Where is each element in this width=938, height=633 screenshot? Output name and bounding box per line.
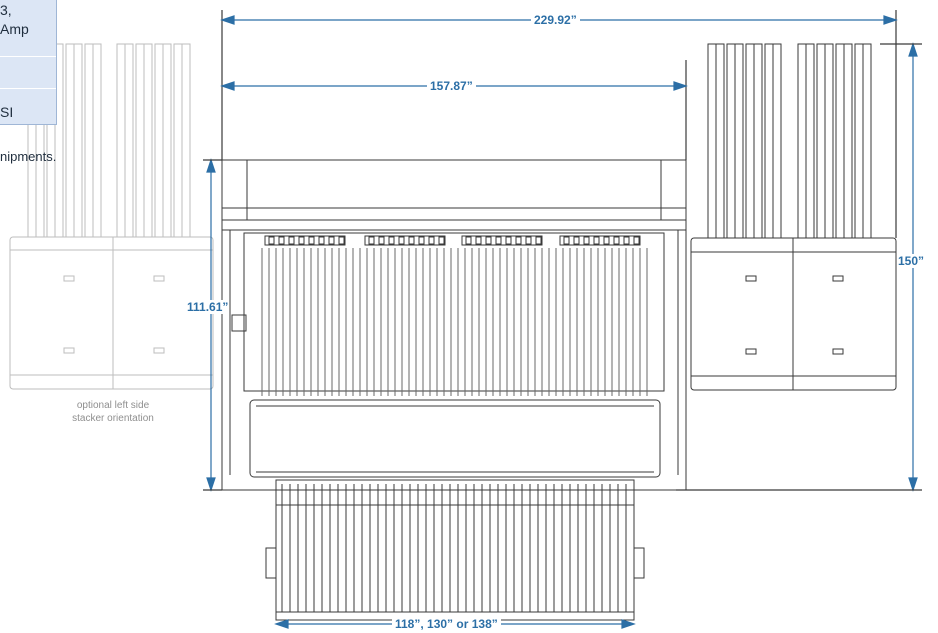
print-head xyxy=(623,236,630,245)
spec-separator xyxy=(0,88,56,89)
print-bars xyxy=(264,235,641,246)
spec-line: 3, xyxy=(0,2,12,18)
left-stacker-caption: optional left side stacker orientation xyxy=(38,399,188,425)
print-head xyxy=(328,236,335,245)
control-box xyxy=(231,314,247,332)
print-head xyxy=(593,236,600,245)
print-head xyxy=(438,236,445,245)
transport-deck xyxy=(249,399,661,478)
print-head xyxy=(465,236,472,245)
print-head xyxy=(428,236,435,245)
stacker-handle xyxy=(745,275,757,282)
ghost-handle xyxy=(63,275,75,282)
print-head xyxy=(388,236,395,245)
print-head xyxy=(573,236,580,245)
print-head xyxy=(278,236,285,245)
arrow-head xyxy=(673,81,688,91)
spec-box: 3, Amp SI xyxy=(0,0,57,125)
ghost-handle xyxy=(153,347,165,354)
print-head xyxy=(288,236,295,245)
conveyor xyxy=(265,479,645,621)
main-machine xyxy=(221,159,687,491)
print-head-bar xyxy=(364,235,446,246)
print-head xyxy=(308,236,315,245)
conveyor-side-bracket xyxy=(265,547,277,579)
ink-tubes xyxy=(261,248,648,396)
dim-label-machine-height: 111.61” xyxy=(186,300,230,314)
machine-frame xyxy=(221,159,687,491)
arrow-head xyxy=(908,42,918,57)
print-head xyxy=(338,236,345,245)
print-head-bar xyxy=(264,235,346,246)
dim-label-overall-height: 150” xyxy=(897,254,926,268)
dim-label-overall-width: 229.92” xyxy=(531,13,580,27)
print-head xyxy=(515,236,522,245)
stacker-handle xyxy=(832,348,844,355)
print-head xyxy=(408,236,415,245)
arrow-head xyxy=(206,158,216,173)
print-head xyxy=(583,236,590,245)
conveyor-slats xyxy=(281,484,627,612)
print-head xyxy=(298,236,305,245)
caption-line: stacker orientation xyxy=(72,413,154,424)
overflow-note: nipments. xyxy=(0,149,57,164)
right-stacker xyxy=(690,43,897,391)
dim-label-machine-width: 157.87” xyxy=(427,79,476,93)
spec-line: Amp xyxy=(0,21,29,37)
spec-line: SI xyxy=(0,104,14,120)
conveyor-side-bracket xyxy=(633,547,645,579)
print-head xyxy=(378,236,385,245)
print-head-bar xyxy=(559,235,641,246)
arrow-head xyxy=(908,477,918,492)
ghost-handle xyxy=(153,275,165,282)
print-head xyxy=(603,236,610,245)
stacker-handle xyxy=(745,348,757,355)
print-head xyxy=(613,236,620,245)
spec-separator xyxy=(0,56,56,57)
ink-station-area xyxy=(243,232,665,392)
dimension-lines xyxy=(203,10,922,629)
stacker-handle xyxy=(832,275,844,282)
print-head xyxy=(368,236,375,245)
arrow-head xyxy=(883,15,898,25)
print-head-bar xyxy=(461,235,543,246)
print-head xyxy=(563,236,570,245)
ghost-handle xyxy=(63,347,75,354)
print-head xyxy=(418,236,425,245)
right-stacker-columns xyxy=(707,43,872,239)
print-head xyxy=(535,236,542,245)
print-head xyxy=(525,236,532,245)
print-head xyxy=(495,236,502,245)
arrow-head xyxy=(220,81,235,91)
print-head xyxy=(485,236,492,245)
caption-line: optional left side xyxy=(76,400,150,411)
print-head xyxy=(633,236,640,245)
print-head xyxy=(268,236,275,245)
arrow-head xyxy=(621,619,636,629)
print-head xyxy=(318,236,325,245)
arrow-head xyxy=(220,15,235,25)
optional-left-stacker xyxy=(9,43,214,390)
print-head xyxy=(398,236,405,245)
arrow-head xyxy=(206,477,216,492)
print-head xyxy=(475,236,482,245)
arrow-head xyxy=(274,619,289,629)
print-head xyxy=(505,236,512,245)
ghost-stacker-base xyxy=(9,236,214,390)
dim-label-conveyor-width: 118”, 130” or 138” xyxy=(392,617,501,631)
